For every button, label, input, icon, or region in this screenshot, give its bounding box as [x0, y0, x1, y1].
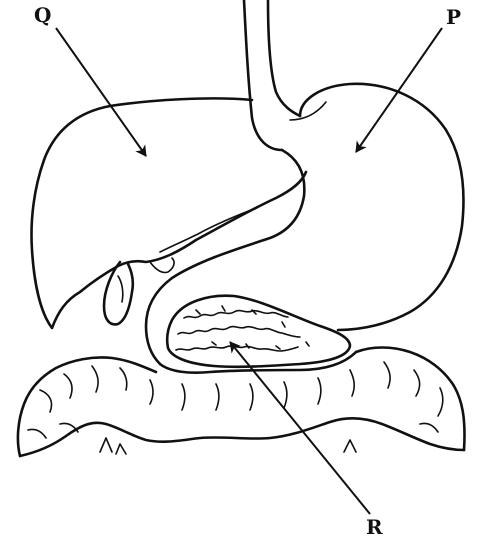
arrow-q [56, 28, 146, 156]
arrow-p [356, 28, 442, 152]
large-intestine [18, 348, 465, 457]
pancreas [167, 296, 350, 367]
stomach [146, 84, 463, 364]
label-q: Q [34, 3, 51, 27]
arrow-r [230, 342, 370, 514]
esophagus [244, 0, 300, 150]
liver [32, 98, 307, 328]
label-p: P [446, 5, 461, 29]
label-r: R [366, 515, 383, 539]
